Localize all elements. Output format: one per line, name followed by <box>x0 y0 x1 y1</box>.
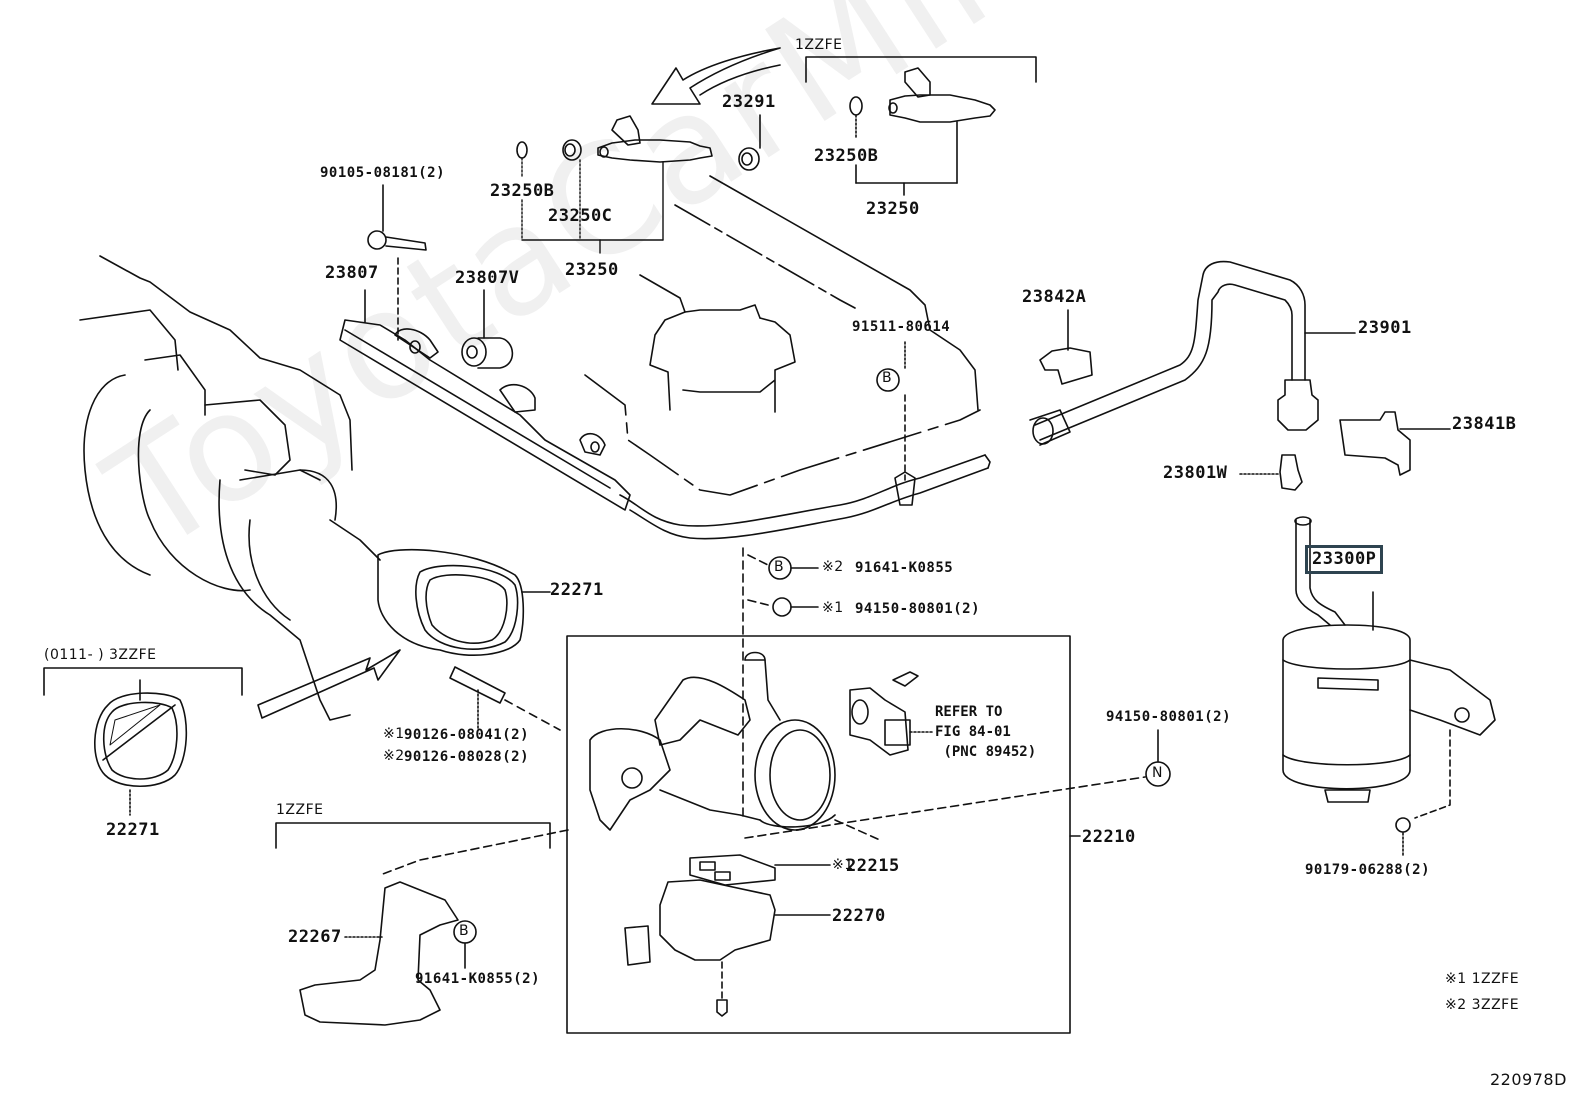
part-label-23250B-left[interactable]: 23250B <box>490 181 555 201</box>
throttle-body-22210 <box>589 651 836 831</box>
part-label-23801W[interactable]: 23801W <box>1163 463 1228 483</box>
part-label-90126-08028[interactable]: 90126-08028(2) <box>404 749 530 765</box>
circle-N-label: N <box>1152 765 1163 781</box>
fuel-hose-23901 <box>1029 260 1356 446</box>
legend-item-2: ※2 3ZZFE <box>1445 998 1519 1012</box>
part-label-23250-left[interactable]: 23250 <box>565 260 619 280</box>
part-label-23807V[interactable]: 23807V <box>455 268 520 288</box>
legend-engine-2: 3ZZFE <box>1471 997 1520 1013</box>
circle-marker-B-throttle <box>768 556 819 580</box>
part-label-90105-08181[interactable]: 90105-08181(2) <box>320 165 446 181</box>
nut-94150-throttle <box>772 597 819 617</box>
gasket-22271-3zzfe <box>43 667 243 816</box>
leader-91511 <box>894 341 916 506</box>
part-label-23841B[interactable]: 23841B <box>1452 414 1517 434</box>
reference-line-2: FIG 84-01 <box>935 724 1011 740</box>
part-label-23901[interactable]: 23901 <box>1358 318 1412 338</box>
part-label-22271-alt[interactable]: 22271 <box>106 820 160 840</box>
legend-item-1: ※1 1ZZFE <box>1445 972 1519 986</box>
part-label-91511-80614[interactable]: 91511-80614 <box>852 319 951 335</box>
part-label-23250B-right[interactable]: 23250B <box>814 146 879 166</box>
part-label-23842A[interactable]: 23842A <box>1022 287 1087 307</box>
injector-leader-lines-left <box>521 157 664 254</box>
figure-id: 220978D <box>1490 1070 1567 1089</box>
idle-air-control-valve-22270 <box>624 854 831 1017</box>
part-label-90126-08041[interactable]: 90126-08041(2) <box>404 727 530 743</box>
direction-arrow-injector <box>651 47 781 105</box>
bracket-22267-1zzfe <box>275 822 551 1026</box>
bolt-90105 <box>367 184 427 341</box>
circle-marker-B-pipe <box>876 368 900 392</box>
circle-B-label-throttle: B <box>774 559 785 575</box>
circle-marker-N <box>1145 729 1171 787</box>
note-mark-1-gasket: ※1 <box>832 857 854 873</box>
part-label-90179-06288[interactable]: 90179-06288(2) <box>1305 862 1431 878</box>
throttle-body-frame <box>566 635 1081 1034</box>
note-mark-1-stud: ※1 <box>383 726 405 742</box>
part-label-22215[interactable]: 22215 <box>846 856 900 876</box>
part-label-22267[interactable]: 22267 <box>288 927 342 947</box>
part-label-22271-main[interactable]: 22271 <box>550 580 604 600</box>
part-label-91641-K0855[interactable]: 91641-K0855 <box>855 560 954 576</box>
part-label-22270[interactable]: 22270 <box>832 906 886 926</box>
note-mark-2-stud: ※2 <box>383 748 405 764</box>
part-label-94150-80801-N[interactable]: 94150-80801(2) <box>1106 709 1232 725</box>
note-mark-2: ※2 <box>822 559 844 575</box>
part-label-94150-80801-nut[interactable]: 94150-80801(2) <box>855 601 981 617</box>
throttle-gasket-22271 <box>377 548 551 656</box>
stud-bolt-90126 <box>449 666 561 731</box>
group-label-bracket-1zzfe: 1ZZFE <box>276 802 324 818</box>
legend-engine-1: 1ZZFE <box>1471 971 1520 987</box>
injector-left <box>516 115 713 163</box>
group-label-injector-1zzfe: 1ZZFE <box>795 37 843 53</box>
circle-B-label-bracket: B <box>459 923 470 939</box>
direction-arrow-gasket <box>257 649 401 719</box>
assembly-lines <box>379 547 1146 876</box>
clip-23801W <box>1239 454 1303 491</box>
part-label-23291[interactable]: 23291 <box>722 92 776 112</box>
part-label-23300P-highlighted[interactable]: 23300P <box>1305 545 1384 574</box>
legend-mark-1: ※1 <box>1445 971 1467 987</box>
part-label-23250-right[interactable]: 23250 <box>866 199 920 219</box>
injector-cushion-23291 <box>738 114 761 171</box>
cylinder-head-outline <box>584 175 981 496</box>
circle-B-label-pipe: B <box>882 370 893 386</box>
engine-intake-manifold <box>79 255 381 721</box>
part-label-22210[interactable]: 22210 <box>1082 827 1136 847</box>
reference-line-1: REFER TO <box>935 704 1003 720</box>
fuel-delivery-pipe <box>339 319 991 540</box>
part-label-23250C[interactable]: 23250C <box>548 206 613 226</box>
fuel-filter-23300P <box>1282 516 1496 856</box>
legend-mark-2: ※2 <box>1445 997 1467 1013</box>
throttle-position-sensor <box>849 671 933 756</box>
grommet-23807V <box>461 289 514 369</box>
part-label-91641-K0855-bracket[interactable]: 91641-K0855(2) <box>415 971 541 987</box>
group-label-gasket-3zzfe: (0111- ) 3ZZFE <box>44 647 157 663</box>
bracket-23841B <box>1339 411 1451 476</box>
reference-note[interactable]: REFER TO FIG 84-01 (PNC 89452) <box>935 702 1036 762</box>
injector-right-1zzfe <box>805 56 1037 196</box>
clamp-23842A <box>1039 309 1093 385</box>
note-mark-1: ※1 <box>822 600 844 616</box>
reference-line-3: (PNC 89452) <box>943 744 1037 760</box>
part-label-23807[interactable]: 23807 <box>325 263 379 283</box>
